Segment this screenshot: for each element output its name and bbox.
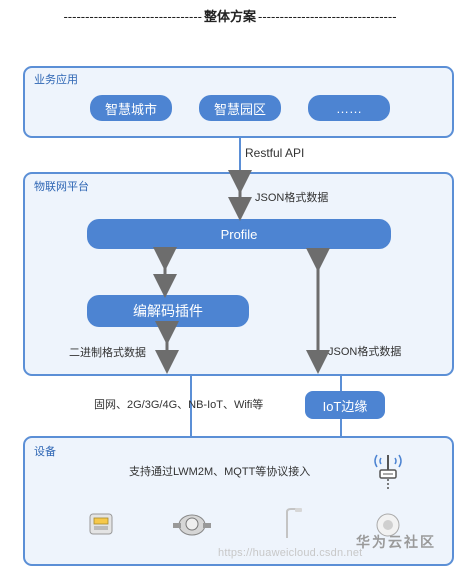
watermark-url: https://huaweicloud.csdn.net — [218, 547, 363, 559]
iot-platform-label: 物联网平台 — [34, 181, 89, 193]
connector-line-top — [239, 136, 241, 172]
router-icon — [374, 454, 402, 490]
profile-button[interactable]: Profile — [87, 219, 391, 249]
devices-label: 设备 — [34, 446, 56, 458]
json-format-label-right: JSON格式数据 — [328, 346, 402, 358]
business-app-panel: 业务应用 智慧城市 智慧园区 …… — [23, 66, 454, 138]
smart-city-button[interactable]: 智慧城市 — [90, 95, 172, 121]
restful-api-label: Restful API — [245, 146, 305, 160]
more-apps-button[interactable]: …… — [308, 95, 390, 121]
devices-panel: 设备 支持通过LWM2M、MQTT等协议接入 — [23, 436, 454, 566]
title-dash-right: -------------------------------- — [258, 9, 397, 24]
binary-format-label: 二进制格式数据 — [69, 347, 146, 359]
business-app-label: 业务应用 — [34, 74, 78, 86]
smart-park-button[interactable]: 智慧园区 — [199, 95, 281, 121]
iot-edge-button[interactable]: IoT边缘 — [305, 391, 385, 419]
json-format-label-top: JSON格式数据 — [255, 192, 329, 204]
water-meter-icon — [89, 513, 113, 535]
protocol-access-label: 支持通过LWM2M、MQTT等协议接入 — [129, 466, 311, 478]
title-dash-left: -------------------------------- — [63, 9, 202, 24]
watermark-brand: 华为云社区 — [356, 534, 436, 550]
smoke-detector-icon — [376, 513, 400, 537]
network-types-label: 固网、2G/3G/4G、NB-IoT、Wifi等 — [94, 399, 264, 411]
gas-meter-icon — [173, 514, 211, 536]
street-light-icon — [286, 508, 302, 538]
page-title: --------------------------------整体方案----… — [0, 6, 460, 25]
title-text: 整体方案 — [203, 9, 256, 24]
connector-line-left — [190, 374, 192, 436]
